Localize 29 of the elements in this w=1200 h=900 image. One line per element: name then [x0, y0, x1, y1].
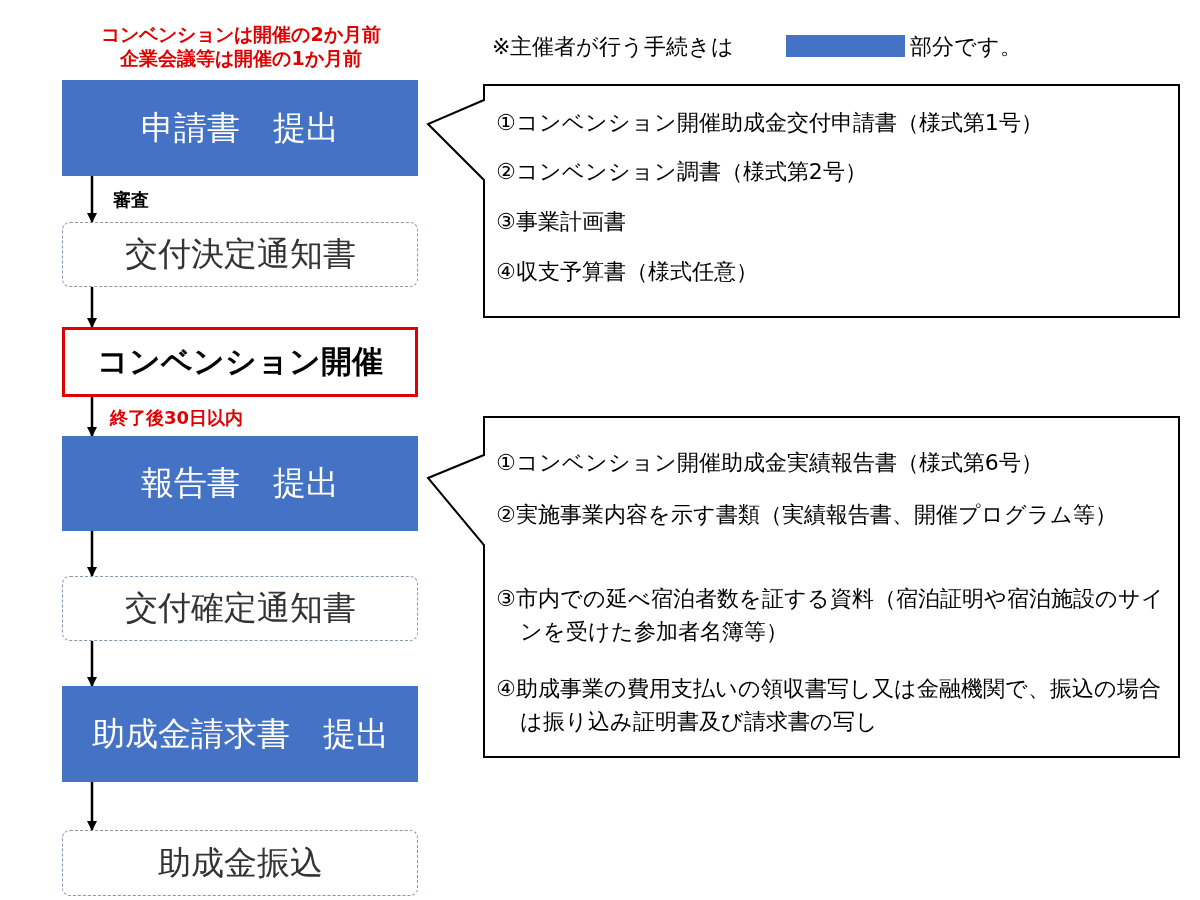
event-box: コンベンション開催 [62, 327, 418, 397]
list-item: ④収支予算書（様式任意） [496, 258, 759, 286]
list-item: ②実施事業内容を示す書類（実績報告書、開催プログラム等） [496, 501, 1118, 529]
legend-note: ※主催者が行う手続きは [492, 33, 735, 61]
edge-label: 終了後30日以内 [110, 406, 244, 430]
list-item: ④助成事業の費用支払いの領収書写し又は金融機関で、振込の場合は振り込み証明書及び請求書の写し [496, 675, 1162, 736]
legend-note: 部分です。 [910, 33, 1022, 61]
list-item: ①コンベンション開催助成金実績報告書（様式第6号） [496, 449, 1044, 477]
list-item: ①コンベンション開催助成金交付申請書（様式第1号） [496, 109, 1044, 137]
notice-box: 交付決定通知書 [62, 222, 418, 287]
process-box: 申請書 提出 [62, 80, 418, 176]
arrow [87, 531, 97, 577]
process-box: 報告書 提出 [62, 436, 418, 531]
notice-box: 交付確定通知書 [62, 576, 418, 641]
arrow [87, 397, 97, 437]
list-item: ②コンベンション調書（様式第2号） [496, 158, 868, 186]
callout-bubble [426, 416, 1180, 758]
arrow [87, 782, 97, 831]
edge-label: 審査 [113, 188, 149, 212]
callout-bubble [426, 84, 1180, 318]
process-box: 助成金請求書 提出 [62, 686, 418, 782]
top-note: 企業会議等は開催の1か月前 [119, 46, 363, 71]
top-note: コンベンションは開催の2か月前 [100, 22, 382, 47]
list-item: ③事業計画書 [496, 208, 627, 236]
arrow [87, 176, 97, 223]
arrow [87, 641, 97, 687]
list-item: ③市内での延べ宿泊者数を証する資料（宿泊証明や宿泊施設のサインを受けた参加者名簿等） [496, 585, 1165, 646]
notice-box: 助成金振込 [62, 830, 418, 896]
arrow [87, 287, 97, 328]
